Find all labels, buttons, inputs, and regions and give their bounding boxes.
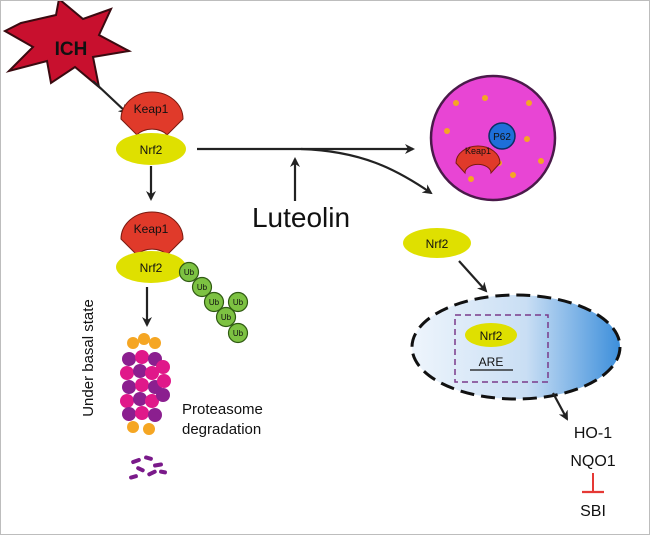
ubiquitin-chain: Ub Ub Ub Ub Ub Ub (178, 261, 249, 344)
ub-label-5: Ub (233, 298, 244, 307)
nrf2-label: Nrf2 (140, 143, 163, 157)
keap1-nrf2-complex-top: Keap1 Nrf2 (116, 91, 186, 165)
arrow-to-nucleus (458, 260, 488, 293)
peptide-fragments (129, 455, 167, 480)
nrf2-nucleus-label: Nrf2 (480, 329, 503, 343)
nrf2-basal-label: Nrf2 (140, 261, 163, 275)
ub-label-4: Ub (221, 313, 232, 322)
nqo1-label: NQO1 (570, 453, 615, 470)
ich-arrow (92, 80, 129, 115)
nrf2-free-label: Nrf2 (426, 237, 449, 251)
ich-label: ICH (55, 39, 88, 60)
sbi-label: SBI (580, 503, 606, 520)
proteasome (120, 333, 171, 435)
arrow-release-nrf2 (300, 147, 433, 195)
nrf2-oval (116, 133, 186, 165)
keap1-basal-label: Keap1 (134, 222, 169, 236)
ich-burst: ICH (2, 1, 133, 90)
basal-state-label: Under basal state (80, 299, 97, 417)
luteolin-label: Luteolin (252, 202, 350, 233)
proteasome-label-2: degradation (182, 421, 261, 438)
proteasome-label-1: Proteasome (182, 401, 263, 418)
ub-label-2: Ub (197, 283, 208, 292)
keap1-nrf2-complex-basal: Keap1 Nrf2 (116, 211, 186, 283)
nrf2-nucleus-oval (465, 323, 517, 347)
keap1-lysosome-label: Keap1 (465, 146, 491, 156)
keap1-in-lysosome (455, 145, 501, 175)
p62-circle (488, 122, 516, 150)
p62-label: P62 (493, 132, 511, 143)
arrow-to-genes (552, 392, 568, 421)
nucleus: Nrf2 ARE (410, 293, 622, 401)
are-label: ARE (479, 355, 504, 369)
inhibition-symbol (582, 473, 604, 494)
nrf2-basal-oval (116, 251, 186, 283)
nrf2-free-oval (403, 228, 471, 258)
ub-label-1: Ub (184, 268, 195, 277)
ub-label-3: Ub (209, 298, 220, 307)
ho1-label: HO-1 (574, 425, 612, 442)
keap1-label: Keap1 (134, 102, 169, 116)
ub-label-6: Ub (233, 329, 244, 338)
lysosome: Keap1 P62 (429, 74, 557, 202)
